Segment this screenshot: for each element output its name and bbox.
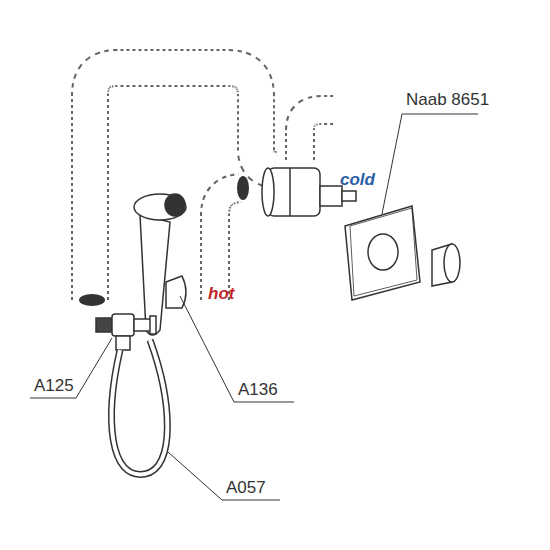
part-label: A057 bbox=[226, 478, 266, 498]
leader-line bbox=[382, 114, 478, 214]
cover-plate bbox=[345, 206, 420, 300]
pipe-outline bbox=[300, 110, 335, 160]
leader-line bbox=[180, 296, 294, 402]
leader-line bbox=[168, 452, 280, 500]
knob bbox=[432, 244, 460, 286]
part-label: A136 bbox=[238, 380, 278, 400]
flow-label: hot bbox=[208, 284, 234, 304]
pipe-fill bbox=[90, 68, 275, 300]
pipe-fill bbox=[300, 110, 335, 160]
pipe-end bbox=[237, 176, 249, 200]
hose bbox=[112, 340, 168, 474]
angle-valve bbox=[96, 314, 156, 350]
hose bbox=[112, 340, 168, 474]
pipe-outline bbox=[90, 68, 275, 300]
pipe-outline bbox=[215, 188, 240, 300]
flow-label: cold bbox=[340, 170, 375, 190]
part-label: Naab 8651 bbox=[406, 90, 489, 110]
part-label: A125 bbox=[34, 376, 74, 396]
leader-line bbox=[30, 338, 112, 398]
pipe-end bbox=[79, 294, 105, 306]
pipe-fill bbox=[215, 188, 240, 300]
hand-shower bbox=[134, 194, 186, 335]
